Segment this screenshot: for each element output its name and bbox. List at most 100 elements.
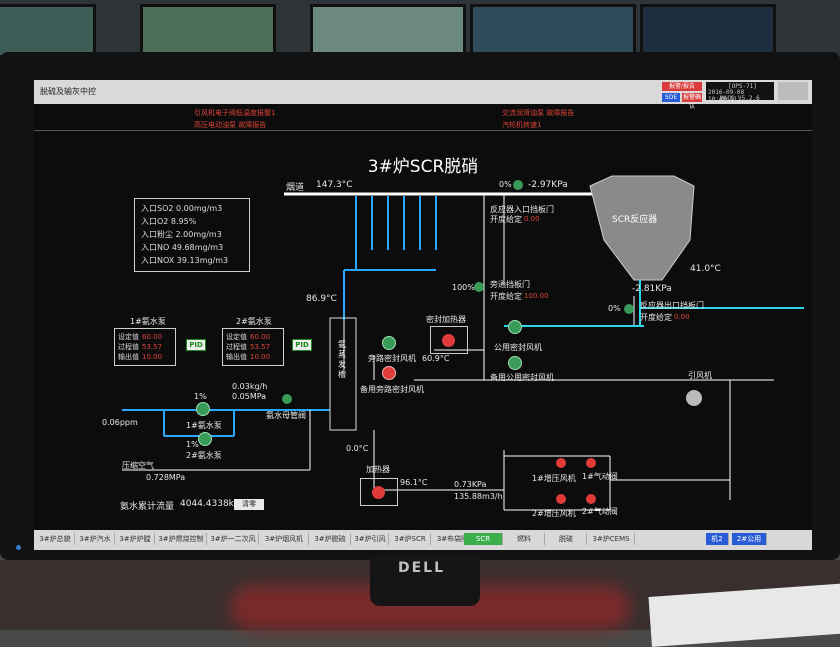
pump1-pid-button[interactable]: PID [186, 339, 206, 351]
ammonia-flow: 0.03kg/h [232, 382, 268, 391]
dilution-heater[interactable] [360, 478, 398, 506]
tab-fuel[interactable]: 燃料 [504, 533, 545, 545]
booster-fan-2[interactable] [556, 494, 566, 504]
spare-common-seal-fan-label: 备用公用密封风机 [490, 373, 554, 382]
reactor-outlet-indicator[interactable] [624, 304, 634, 314]
pneumatic-valve-2-label: 2#气动阀 [582, 507, 618, 516]
title-bar: 脱硫及输灰中控 报警/报告 SOE 报警确认 [OPS-71] 2016-09-… [34, 80, 812, 110]
alarm-message: 交流润滑油泵 故障报告 [502, 109, 575, 117]
tab-scr[interactable]: 3#炉SCR [390, 533, 431, 545]
reactor-inlet-damper-label: 反应器入口挡板门 [490, 205, 554, 214]
background-monitor [310, 4, 466, 58]
pump2-pid-button[interactable]: PID [292, 339, 312, 351]
bypass-seal-fan[interactable] [382, 336, 396, 350]
induced-fan-label: 引风机 [688, 371, 712, 380]
background-wall [0, 0, 840, 60]
reactor-out-pressure: -2.81KPa [632, 284, 672, 294]
shift-badge[interactable]: 2#公用 [732, 533, 767, 545]
alarm-ack-button[interactable]: 报警确认 [682, 93, 702, 110]
setpoint-label: 设定值 [226, 333, 247, 341]
nav-tab-bar: 3#炉总貌 3#炉汽水 3#炉炉膛 3#炉燃烧控制 3#炉一二次风 3#炉烟风机… [34, 530, 812, 550]
reactor-outlet-damper-label: 反应器出口挡板门 [640, 301, 704, 310]
tab-cems[interactable]: 3#炉CEMS [588, 533, 635, 545]
tab-fans[interactable]: 3#炉烟风机 [260, 533, 309, 545]
pneumatic-valve-2[interactable] [586, 494, 596, 504]
common-seal-fan-label: 公用密封风机 [494, 343, 542, 352]
pump1-setpoint: 60.00 [142, 333, 163, 341]
pump1-process: 53.57 [142, 343, 163, 351]
tab-desulfur[interactable]: 3#炉脱硫 [310, 533, 351, 545]
process-diagram [122, 175, 804, 511]
alarm-message: 引风机电子阀低温度报警1 [194, 109, 276, 117]
background-monitor [140, 4, 276, 58]
machine-badge[interactable]: 机2 [706, 533, 729, 545]
tab-overview[interactable]: 3#炉总貌 [36, 533, 75, 545]
pump2-label: 2#氨水泵 [186, 451, 222, 460]
main-pipe-valve[interactable] [282, 394, 292, 404]
bypass-indicator[interactable] [474, 282, 484, 292]
flue-valve-pct: 0% [499, 180, 512, 189]
pump2-process: 53.57 [250, 343, 271, 351]
ammonia-total: 4044.4338kg [180, 499, 240, 509]
booster-fan-1-label: 1#增压风机 [532, 474, 576, 483]
flue-valve-indicator[interactable] [513, 180, 523, 190]
seal-heater-label: 密封加热器 [426, 315, 466, 324]
inlet-analyzer-panel: 入口SO2 0.00mg/m3 入口O2 8.95% 入口粉尘 2.00mg/m… [134, 198, 250, 272]
ammonia-pump-1[interactable] [196, 402, 210, 416]
pump1-output: 10.00 [142, 353, 163, 361]
evaporator-tank [329, 317, 357, 431]
ammonia-pump-2[interactable] [198, 432, 212, 446]
monitor-logo: DELL [398, 560, 446, 576]
reactor-label: SCR反应器 [612, 215, 658, 225]
heater2-temp-out: 96.1°C [400, 478, 428, 487]
common-seal-fan[interactable] [508, 320, 522, 334]
pneumatic-valve-1[interactable] [586, 458, 596, 468]
tab-furnace[interactable]: 3#炉炉膛 [116, 533, 155, 545]
station-id: [OPS-71] [728, 83, 757, 90]
page-title: 3#炉SCR脱硝 [367, 157, 479, 177]
alarm-message: 汽轮机转速1 [502, 121, 542, 129]
tab-desulfur-main[interactable]: 脱硫 [546, 533, 587, 545]
bypass-seal-fan-label: 旁路密封风机 [368, 354, 416, 363]
alarm-report-button[interactable]: 报警/报告 [662, 82, 702, 91]
version: MACS V5.2.6 [720, 95, 760, 102]
heater2-label: 加热器 [366, 465, 390, 474]
process-label: 过程值 [226, 343, 247, 351]
bypass-pct: 100% [452, 283, 475, 292]
clock-panel: [OPS-71] 2016-09-08 10:46:51 MACS V5.2.6 [706, 82, 774, 103]
inlet-o2: 入口O2 8.95% [141, 217, 197, 226]
process-label: 过程值 [118, 343, 139, 351]
seal-air-lines [343, 194, 774, 511]
tab-induced[interactable]: 3#炉引风 [352, 533, 389, 545]
spare-bypass-seal-fan[interactable] [382, 366, 396, 380]
heater2-temp-in: 0.0°C [346, 444, 369, 453]
tab-scr-main[interactable]: SCR [464, 533, 503, 545]
output-label: 输出值 [226, 353, 247, 361]
flue-temp: 147.3°C [316, 180, 353, 190]
compressed-air-press: 0.728MPa [146, 473, 186, 482]
tab-steam[interactable]: 3#炉汽水 [76, 533, 115, 545]
seal-heater[interactable] [430, 326, 468, 354]
reactor-inlet-given[interactable]: 0.00 [524, 215, 540, 223]
clear-button[interactable]: 清零 [234, 499, 264, 510]
seal-heater-temp: 60.9°C [422, 354, 450, 363]
inlet-dust: 入口粉尘 2.00mg/m3 [141, 230, 222, 239]
pump1-pct: 1% [194, 392, 207, 401]
spare-common-seal-fan[interactable] [508, 356, 522, 370]
reactor-outlet-given[interactable]: 0.00 [674, 313, 690, 321]
bypass-given[interactable]: 100.00 [524, 292, 549, 300]
tab-combustion[interactable]: 3#炉燃烧控制 [156, 533, 207, 545]
window-title: 脱硫及输灰中控 [40, 87, 96, 96]
ammonia-temp: 86.9°C [306, 294, 337, 304]
pump1-label: 1#氨水泵 [186, 421, 222, 430]
inlet-nox: 入口NOX 39.13mg/m3 [141, 256, 229, 265]
booster-fan-1[interactable] [556, 458, 566, 468]
pump2-title: 2#氨水泵 [236, 317, 272, 326]
setpoint-label: 设定值 [118, 333, 139, 341]
vendor-logo [778, 82, 808, 100]
soe-button[interactable]: SOE [662, 93, 680, 102]
main-pipe-valve-label: 氨水母管阀 [266, 411, 306, 420]
tab-air[interactable]: 3#炉一二次风 [208, 533, 259, 545]
